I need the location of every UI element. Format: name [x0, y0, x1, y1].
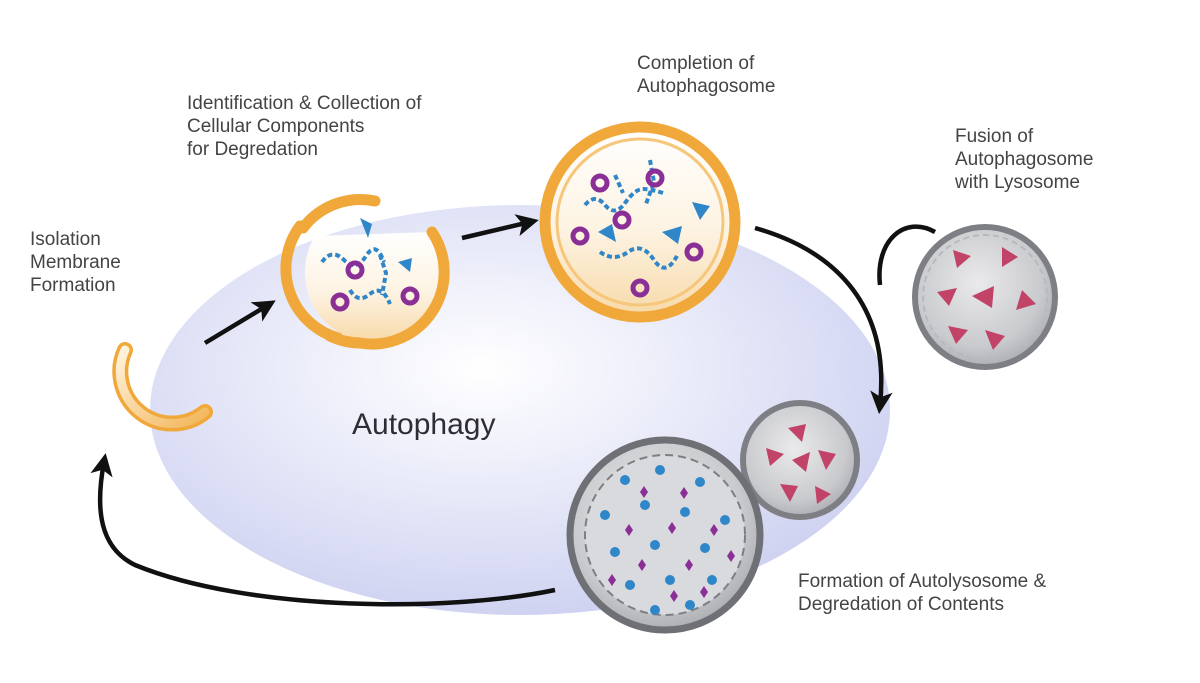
autolysosome — [566, 400, 860, 634]
label-line: Formation of Autolysosome & — [798, 571, 1047, 592]
autophagosome — [539, 121, 741, 323]
label-line: with Lysosome — [955, 172, 1080, 193]
isolation-membrane — [112, 342, 213, 432]
label-line: Membrane — [30, 252, 121, 273]
label-autolysosome-formation: Formation of Autolysosome & Degredation … — [798, 570, 1046, 616]
arrow-lysosome-fusion — [877, 224, 937, 286]
label-line: Autophagosome — [637, 76, 776, 97]
cycle-arrows — [90, 214, 937, 607]
label-line: Formation — [30, 275, 116, 296]
phagophore — [280, 194, 450, 350]
autophagy-center-label: Autophagy — [352, 408, 496, 441]
label-line: Fusion of — [955, 126, 1034, 147]
label-line: Degredation of Contents — [798, 594, 1004, 615]
label-completion-autophagosome: Completion of Autophagosome — [637, 52, 775, 98]
label-line: Completion of — [637, 53, 755, 74]
label-fusion-with-lysosome: Fusion of Autophagosome with Lysosome — [955, 125, 1093, 194]
label-isolation-membrane-formation: Isolation Membrane Formation — [30, 228, 121, 297]
label-line: Cellular Components — [187, 116, 365, 137]
label-identification-collection: Identification & Collection of Cellular … — [187, 92, 421, 161]
arrow-isolation-to-identification — [203, 300, 276, 345]
label-line: Isolation — [30, 229, 101, 250]
arrow-completion-to-fusion — [754, 225, 893, 414]
lysosome — [912, 224, 1058, 370]
label-line: Autophagosome — [955, 149, 1094, 170]
label-line: for Degredation — [187, 139, 318, 160]
arrow-identification-to-completion — [461, 214, 539, 241]
label-line: Identification & Collection of — [187, 93, 422, 114]
arrow-autolysosome-to-isolation — [90, 453, 556, 607]
